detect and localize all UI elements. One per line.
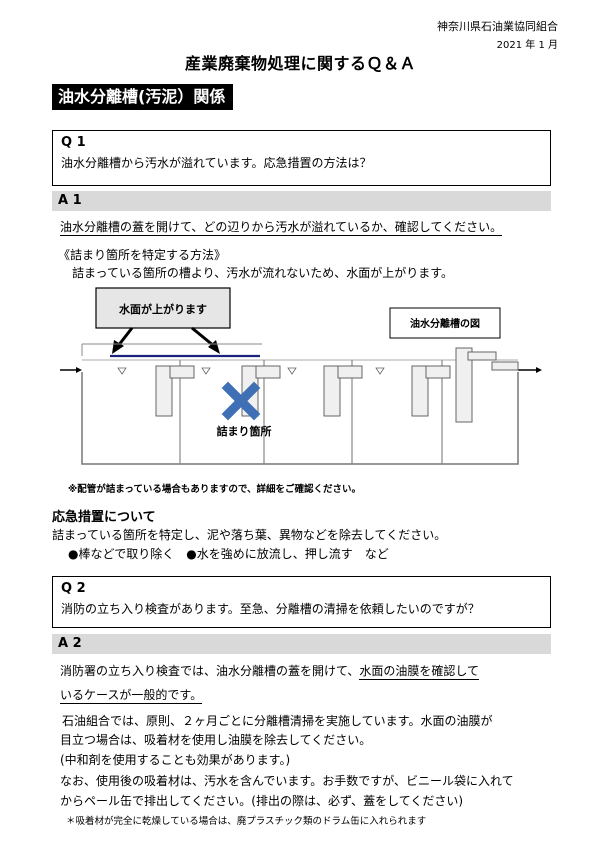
answer-a2-p2-line2: 目立つ場合は、吸着材を使用し油膜を除去してください。: [60, 733, 372, 747]
method-text: 詰まっている箇所の槽より、汚水が流れないため、水面が上がります。: [72, 266, 454, 280]
oil-water-separator-diagram: 水面が上がります 油水分離槽の図: [60, 287, 542, 465]
callout-water-rises-text: 水面が上がります: [119, 302, 207, 316]
answer-a2-line1: 消防署の立ち入り検査では、油水分離槽の蓋を開けて、水面の油膜を確認して: [60, 662, 480, 680]
emergency-bullets: ●棒などで取り除く ●水を強めに放流し、押し流す など: [68, 547, 389, 561]
answer-a2-line1a: 消防署の立ち入り検査では、油水分離槽の蓋を開けて、: [60, 664, 360, 678]
answer-a2-p3-line2: からペール缶で排出してください。(排出の際は、必ず、蓋をしてください): [60, 794, 464, 808]
answer-label-a2: A 2: [52, 634, 551, 654]
question-text: 油水分離槽から汚水が溢れています。応急措置の方法は？: [61, 156, 372, 170]
question-text: 消防の立ち入り検査があります。至急、分離槽の清掃を依頼したいのですが？: [61, 602, 480, 616]
question-label: Q 1: [61, 135, 86, 150]
issue-date: 2021 年 1 月: [496, 40, 558, 51]
blockage-label: 詰まり箇所: [217, 424, 272, 438]
answer-a2-p2-line1: 石油組合では、原則、２ヶ月ごとに分離槽清掃を実施しています。水面の油膜が: [62, 714, 493, 728]
organization-name: 神奈川県石油業協同組合: [437, 20, 558, 33]
answer-a2-p3-line1: なお、使用後の吸着材は、汚水を含んでいます。お手数ですが、ビニール袋に入れて: [60, 774, 514, 788]
answer-a2-line2: いるケースが一般的です。: [60, 686, 203, 704]
answer-a1-line1: 油水分離槽の蓋を開けて、どの辺りから汚水が溢れているか、確認してください。: [60, 218, 503, 236]
section-heading: 油水分離槽(汚泥）関係: [52, 84, 234, 110]
diagram-note: ※配管が詰まっている場合もありますので、詳細をご確認ください。: [68, 484, 362, 495]
callout-diagram-label: [389, 307, 501, 339]
answer-a2-p2-line3: (中和剤を使用することも効果があります。): [60, 753, 291, 767]
method-title: 《詰まり箇所を特定する方法》: [58, 248, 227, 262]
answer-label-a1: A 1: [52, 191, 551, 211]
answer-a2-line1b: 水面の油膜を確認して: [359, 664, 480, 680]
callout-diagram-label-text: 油水分離槽の図: [410, 317, 480, 330]
answer-a2-footnote: ＊吸着材が完全に乾燥している場合は、廃プラスチック類のドラム缶に入れられます: [66, 816, 427, 827]
callout-water-rises: [95, 287, 231, 329]
answer-a1-underlined: 油水分離槽の蓋を開けて、どの辺りから汚水が溢れているか、確認してください。: [60, 220, 503, 236]
page-title: 産業廃棄物処理に関するＱ＆Ａ: [184, 54, 416, 73]
question-box-q2: Q 2 消防の立ち入り検査があります。至急、分離槽の清掃を依頼したいのですが？: [52, 576, 551, 628]
emergency-text: 詰まっている箇所を特定し、泥や落ち葉、異物などを除去してください。: [52, 528, 447, 542]
question-label: Q 2: [61, 581, 86, 596]
blockage-x-icon: [221, 381, 261, 421]
emergency-title: 応急措置について: [52, 510, 156, 525]
question-box-q1: Q 1 油水分離槽から汚水が溢れています。応急措置の方法は？: [52, 130, 551, 186]
answer-a2-line2-text: いるケースが一般的です。: [60, 688, 203, 704]
